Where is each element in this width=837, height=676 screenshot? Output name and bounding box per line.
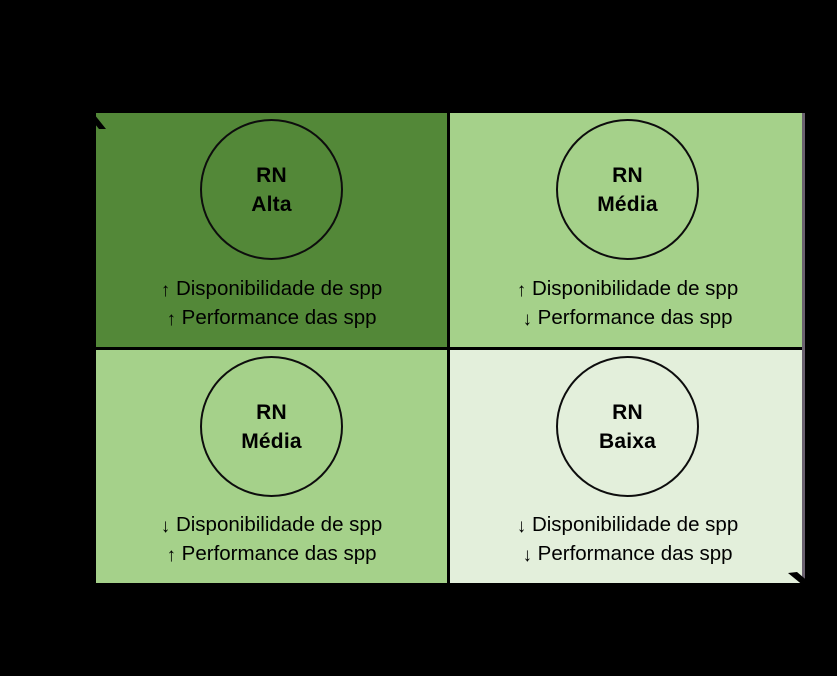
arrow-down-icon: ↓ — [522, 545, 532, 566]
description-line: ↑ Performance das spp — [96, 304, 447, 333]
description-text: Performance das spp — [181, 306, 377, 329]
quadrant-description-top-right: ↑ Disponibilidade de spp ↓ Performance d… — [450, 275, 805, 333]
quadrant-top-right[interactable]: RN Média ↑ Disponibilidade de spp ↓ Perf… — [450, 113, 805, 347]
right-edge-rule — [802, 113, 805, 583]
circle-wrapper-bottom-left: RN Média — [96, 356, 447, 497]
circle-wrapper-top-right: RN Média — [450, 119, 805, 260]
description-line: ↑ Disponibilidade de spp — [450, 275, 805, 304]
arrow-down-icon: ↓ — [522, 309, 532, 330]
arrow-down-icon: ↓ — [160, 516, 171, 537]
rn-circle-top-right: RN Média — [556, 119, 699, 260]
rn-label-top: RN — [612, 163, 643, 187]
rn-label-top: RN — [256, 400, 287, 424]
quadrant-description-bottom-right: ↓ Disponibilidade de spp ↓ Performance d… — [450, 511, 805, 569]
rn-circle-bottom-right: RN Baixa — [556, 356, 699, 497]
description-text: Disponibilidade de spp — [175, 513, 383, 536]
arrow-up-icon: ↑ — [166, 309, 176, 330]
description-text: Performance das spp — [537, 542, 733, 565]
description-line: ↑ Disponibilidade de spp — [96, 275, 447, 304]
quadrant-matrix: RN Alta ↑ Disponibilidade de spp ↑ Perfo… — [96, 113, 805, 583]
arrow-up-icon: ↑ — [160, 280, 171, 301]
rn-circle-bottom-left: RN Média — [200, 356, 343, 497]
quadrant-description-bottom-left: ↓ Disponibilidade de spp ↑ Performance d… — [96, 511, 447, 569]
description-line: ↑ Performance das spp — [96, 540, 447, 569]
description-line: ↓ Performance das spp — [450, 540, 805, 569]
rn-label-top: RN — [612, 400, 643, 424]
circle-wrapper-bottom-right: RN Baixa — [450, 356, 805, 497]
arrow-up-icon: ↑ — [166, 545, 176, 566]
description-text: Disponibilidade de spp — [531, 277, 739, 300]
quadrant-bottom-right[interactable]: RN Baixa ↓ Disponibilidade de spp ↓ Perf… — [450, 350, 805, 583]
rn-label-level: Baixa — [598, 429, 657, 453]
arrow-down-icon: ↓ — [516, 516, 527, 537]
rn-label-level: Alta — [251, 192, 292, 216]
circle-wrapper-top-left: RN Alta — [96, 119, 447, 260]
quadrant-bottom-left[interactable]: RN Média ↓ Disponibilidade de spp ↑ Perf… — [96, 350, 447, 583]
description-text: Performance das spp — [181, 542, 377, 565]
rn-label-level: Média — [597, 192, 658, 216]
rn-label-top: RN — [256, 163, 287, 187]
description-line: ↓ Disponibilidade de spp — [450, 511, 805, 540]
description-text: Performance das spp — [537, 306, 733, 329]
rn-label-level: Média — [241, 429, 302, 453]
description-line: ↓ Disponibilidade de spp — [96, 511, 447, 540]
description-line: ↓ Performance das spp — [450, 304, 805, 333]
rn-circle-top-left: RN Alta — [200, 119, 343, 260]
description-text: Disponibilidade de spp — [531, 513, 739, 536]
arrow-up-icon: ↑ — [516, 280, 527, 301]
quadrant-description-top-left: ↑ Disponibilidade de spp ↑ Performance d… — [96, 275, 447, 333]
quadrant-top-left[interactable]: RN Alta ↑ Disponibilidade de spp ↑ Perfo… — [96, 113, 447, 347]
description-text: Disponibilidade de spp — [175, 277, 383, 300]
